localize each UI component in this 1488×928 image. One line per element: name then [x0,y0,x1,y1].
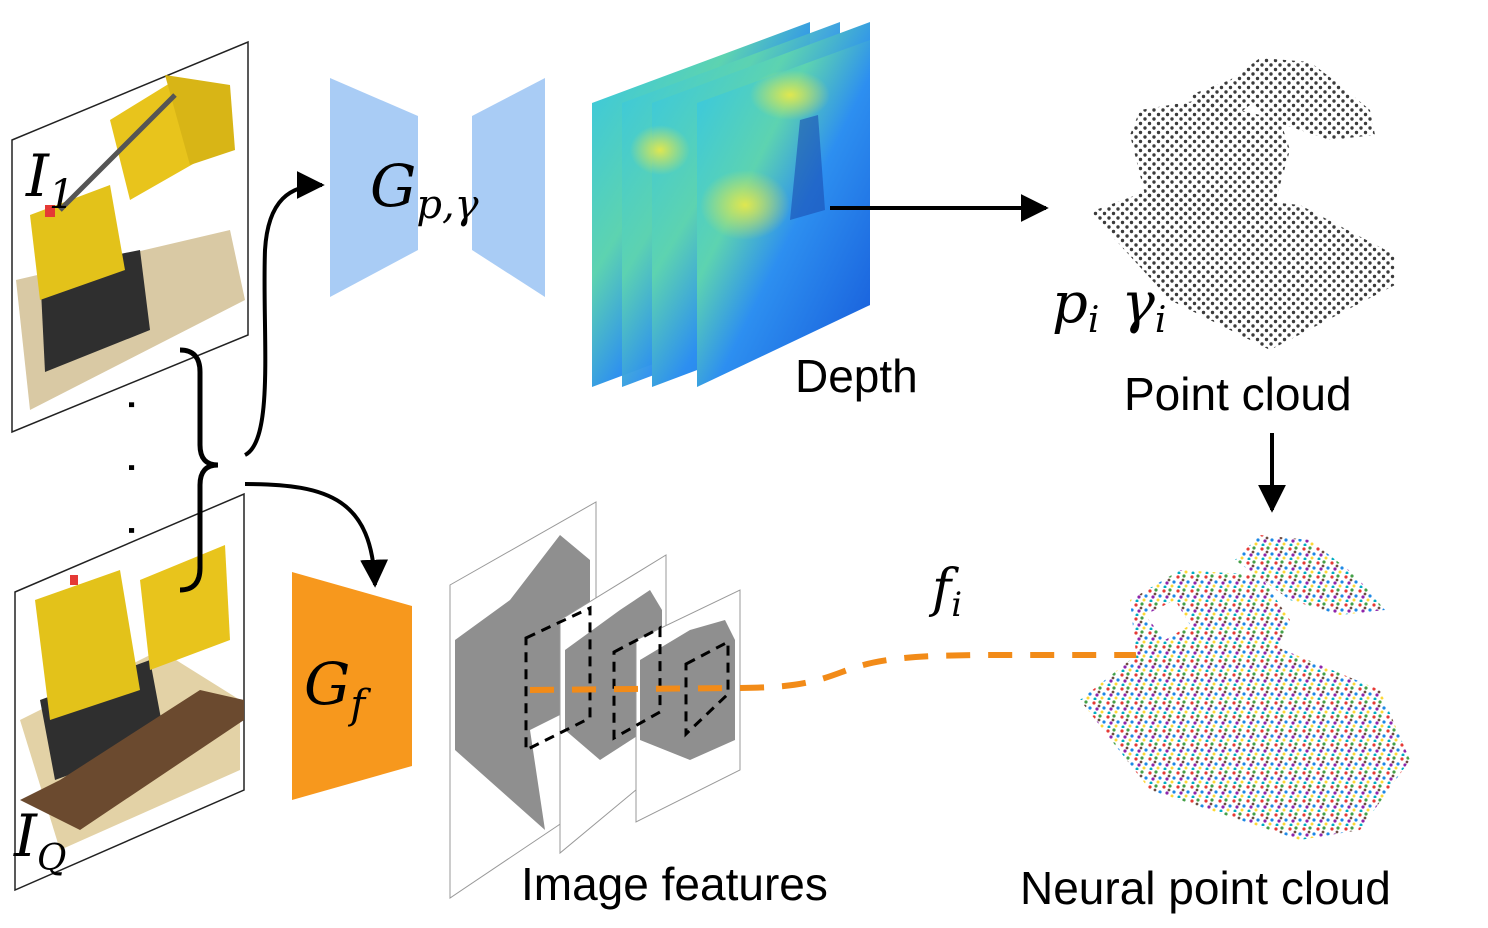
label-depth: Depth [795,350,918,402]
arrow-to-feature-net [244,482,389,588]
label-point-cloud: Point cloud [1124,368,1352,420]
point-cloud [1090,58,1395,350]
label-image-features: Image features [521,858,828,910]
arrow-to-geometry-net [243,171,325,457]
geometry-network [330,78,545,297]
label-neural-point-cloud: Neural point cloud [1020,862,1391,914]
feature-network [292,572,412,800]
image-feature-maps [449,501,741,899]
label-geometry-net: Gp,γ [370,152,479,228]
input-brace [179,347,219,593]
geometry-decoder [472,78,545,297]
label-input-last: IQ [13,802,66,879]
input-image-last [14,492,245,892]
depth-maps [592,22,870,387]
label-feature: fi [928,559,962,625]
label-input-first: I1 [25,142,74,218]
input-image-first [11,40,249,434]
geometry-encoder [330,78,418,297]
neural-point-cloud [1080,535,1410,840]
ellipsis: . . . [121,400,159,557]
feature-path [529,640,1265,693]
